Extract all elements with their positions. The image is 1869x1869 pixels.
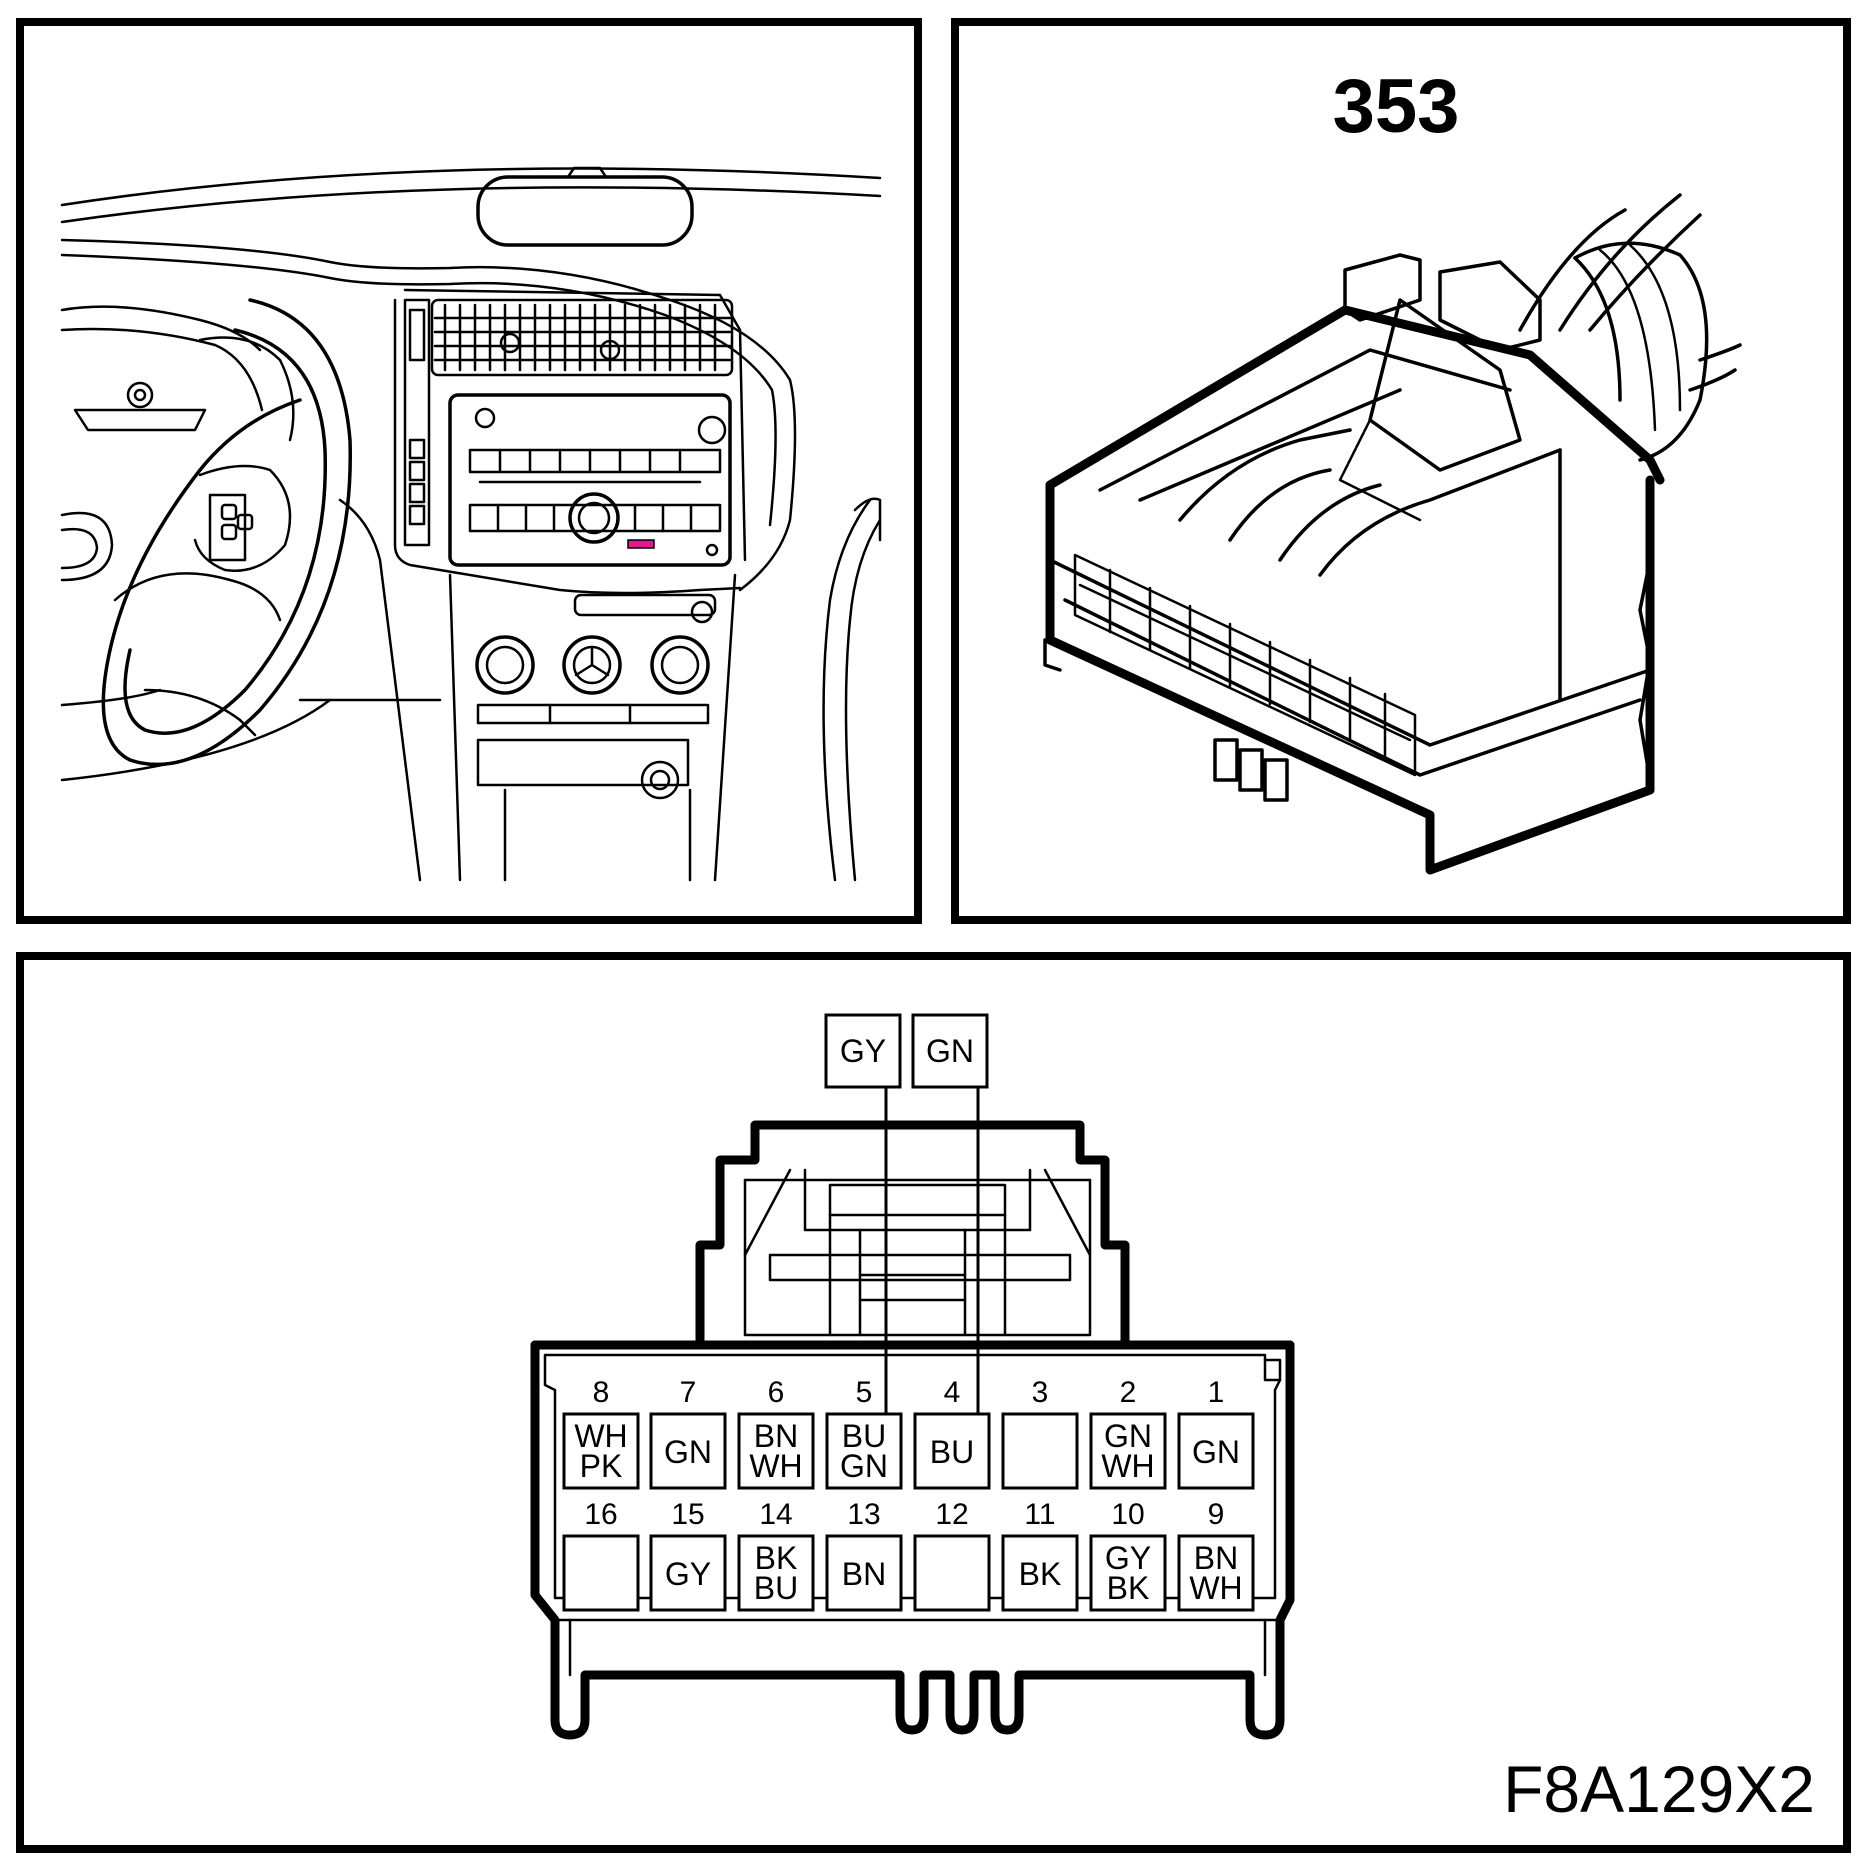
pin-cavity-14 (737, 1534, 815, 1612)
wire-color-label: GN (926, 1033, 974, 1069)
pin-cavity-16 (562, 1534, 640, 1612)
pin-wire-color: BK (1107, 1570, 1150, 1606)
pin-number: 4 (944, 1376, 961, 1409)
pin-number: 15 (671, 1498, 704, 1531)
pin-cavity-11 (1001, 1534, 1079, 1612)
pin-wire-color: GN (1104, 1418, 1152, 1454)
pin-wire-color: GN (664, 1434, 712, 1470)
pin-cavity-5 (825, 1412, 903, 1490)
figure-id: F8A129X2 (1503, 1752, 1815, 1826)
pin-number: 16 (584, 1498, 617, 1531)
pin-cavity-2 (1089, 1412, 1167, 1490)
panel-pinout (16, 952, 1851, 1853)
wire-box-gy (824, 1013, 902, 1089)
panel-dashboard-location (16, 18, 922, 924)
pin-number: 9 (1208, 1498, 1225, 1531)
wire-box-gn (911, 1013, 989, 1089)
pin-wire-color: BN (754, 1418, 798, 1454)
wire-color-label: GY (840, 1033, 886, 1069)
pin-wire-color: WH (1189, 1570, 1242, 1606)
pin-number: 14 (759, 1498, 792, 1531)
pin-wire-color: BU (754, 1570, 798, 1606)
connector-isometric-illustration (1043, 193, 1742, 875)
pin-cavity-10 (1089, 1534, 1167, 1612)
pin-number: 2 (1120, 1376, 1137, 1409)
pin-number: 12 (935, 1498, 968, 1531)
pin-cavity-9 (1177, 1534, 1255, 1612)
connector-number: 353 (1333, 64, 1460, 149)
pin-number: 3 (1032, 1376, 1049, 1409)
pin-wire-color: GY (1105, 1540, 1151, 1576)
pin-wire-color: BK (1019, 1556, 1062, 1592)
pin-wire-color: BK (755, 1540, 798, 1576)
harness-wires: GY GN (824, 1013, 989, 1420)
pin-cavity-15 (649, 1534, 727, 1612)
pin-number: 13 (847, 1498, 880, 1531)
pin-cavity-4 (913, 1412, 991, 1490)
pin-cavity-12 (913, 1534, 991, 1612)
pin-wire-color: PK (580, 1448, 623, 1484)
pin-wire-color: BN (842, 1556, 886, 1592)
pin-cavity-8 (562, 1412, 640, 1490)
pin-wire-color: WH (749, 1448, 802, 1484)
pin-number: 6 (768, 1376, 785, 1409)
pin-cavity-6 (737, 1412, 815, 1490)
dashboard-illustration (60, 166, 882, 882)
pin-wire-color: WH (1101, 1448, 1154, 1484)
pin-wire-color: GN (840, 1448, 888, 1484)
pin-wire-color: GN (1192, 1434, 1240, 1470)
pin-number: 1 (1208, 1376, 1225, 1409)
pin-number: 10 (1111, 1498, 1144, 1531)
pin-number: 5 (856, 1376, 873, 1409)
pin-wire-color: WH (574, 1418, 627, 1454)
pin-wire-color: GY (665, 1556, 711, 1592)
pin-cavity-3 (1001, 1412, 1079, 1490)
panel-connector-view (951, 18, 1851, 924)
pin-cavity-7 (649, 1412, 727, 1490)
pin-number: 8 (593, 1376, 610, 1409)
pin-number: 7 (680, 1376, 697, 1409)
pin-number: 11 (1024, 1498, 1055, 1531)
pin-cavity-1 (1177, 1412, 1255, 1490)
pin-cavity-13 (825, 1534, 903, 1612)
pin-wire-color: BU (930, 1434, 974, 1470)
pin-wire-color: BN (1194, 1540, 1238, 1576)
pinout-connector-outline (530, 1120, 1295, 1740)
pin-wire-color: BU (842, 1418, 886, 1454)
